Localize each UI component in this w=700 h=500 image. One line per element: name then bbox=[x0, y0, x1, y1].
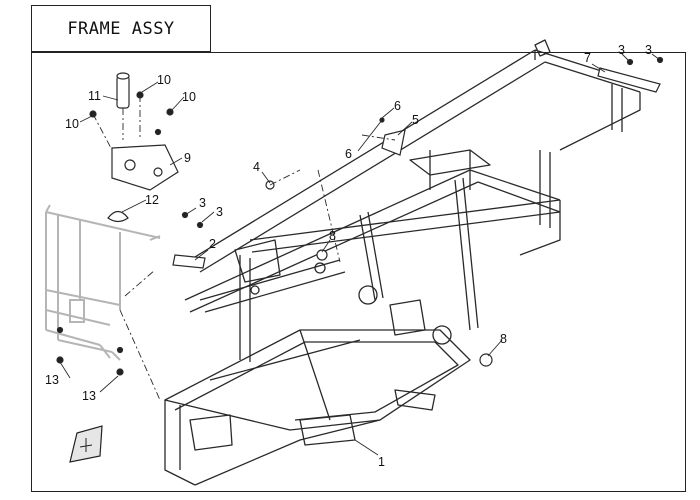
callout-6-left: 6 bbox=[345, 147, 352, 161]
callout-5: 5 bbox=[412, 113, 419, 127]
diagram-border bbox=[31, 52, 686, 492]
callout-13-left: 13 bbox=[45, 373, 59, 387]
callout-3-lower: 3 bbox=[216, 205, 223, 219]
callout-3-rear-a: 3 bbox=[618, 43, 625, 57]
rack-ghost-outline bbox=[45, 204, 161, 361]
callout-12: 12 bbox=[145, 193, 159, 207]
callout-13-lower: 13 bbox=[82, 389, 96, 403]
callout-9: 9 bbox=[184, 151, 191, 165]
callout-8-upper: 8 bbox=[329, 229, 336, 243]
callout-10-top: 10 bbox=[157, 73, 171, 87]
diagram-title: FRAME ASSY bbox=[67, 18, 175, 39]
callout-leaders bbox=[59, 53, 661, 456]
title-box: FRAME ASSY bbox=[31, 5, 211, 52]
exploded-parts bbox=[56, 56, 664, 376]
callout-1: 1 bbox=[378, 455, 385, 469]
callout-6-top: 6 bbox=[394, 99, 401, 113]
callout-3-upper: 3 bbox=[199, 196, 206, 210]
frame-tubes bbox=[164, 39, 641, 486]
callout-3-rear-b: 3 bbox=[645, 43, 652, 57]
prd-arrow-badge bbox=[69, 425, 103, 463]
callout-11: 11 bbox=[88, 89, 101, 103]
assembly-centerlines bbox=[92, 95, 396, 401]
callout-8-lower: 8 bbox=[500, 332, 507, 346]
callout-10-right: 10 bbox=[182, 90, 196, 104]
callout-2: 2 bbox=[209, 237, 216, 251]
callout-10-left: 10 bbox=[65, 117, 79, 131]
callout-numbers: 1 2 3 3 3 3 4 5 6 6 7 8 8 9 10 10 10 11 … bbox=[45, 43, 652, 469]
callout-4: 4 bbox=[253, 160, 260, 174]
callout-7: 7 bbox=[584, 51, 591, 65]
